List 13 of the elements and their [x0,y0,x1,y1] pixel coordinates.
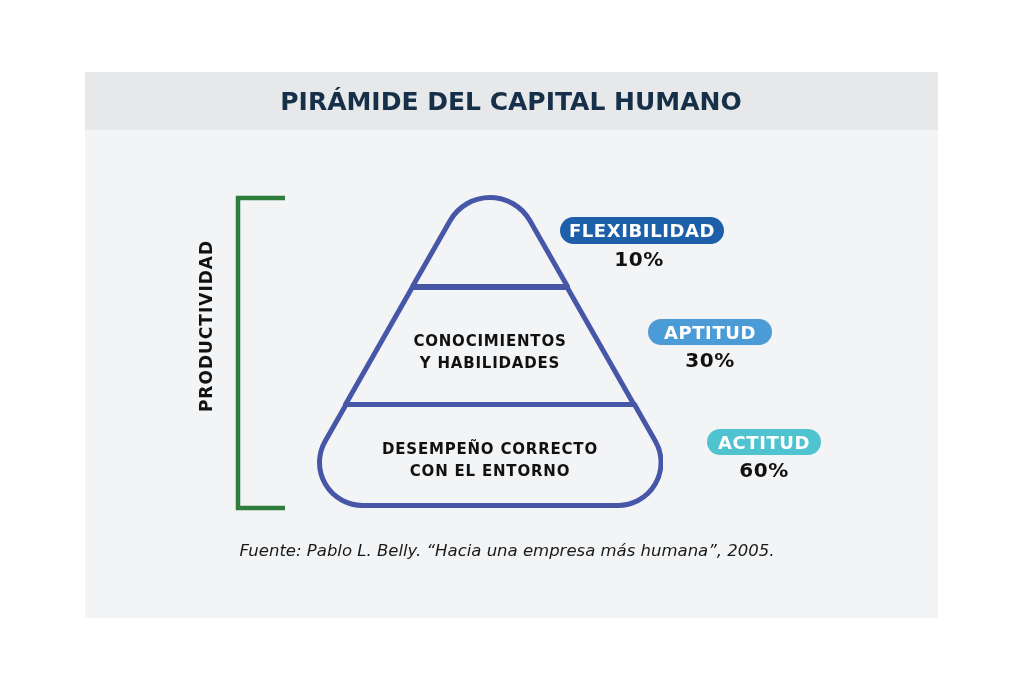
pyramid-tier [316,401,664,508]
category-pill: FLEXIBILIDAD [560,217,724,244]
category-pill: ACTITUD [707,429,821,455]
tier-label: DESEMPEÑO CORRECTO CON EL ENTORNO [381,438,599,482]
category-pill: APTITUD [648,319,772,345]
percentage-label: 10% [614,247,664,271]
title: PIRÁMIDE DEL CAPITAL HUMANO [280,87,742,117]
axis-label: PRODUCTIVIDAD [197,239,217,413]
caption: Fuente: Pablo L. Belly. “Hacia una empresa más humana”, 2005. [239,541,775,561]
tier-label: CONOCIMIENTOS Y HABILIDADES [412,331,568,374]
pyramid-tier [343,284,637,407]
percentage-label: 30% [685,348,735,372]
percentage-label: 60% [739,458,789,482]
